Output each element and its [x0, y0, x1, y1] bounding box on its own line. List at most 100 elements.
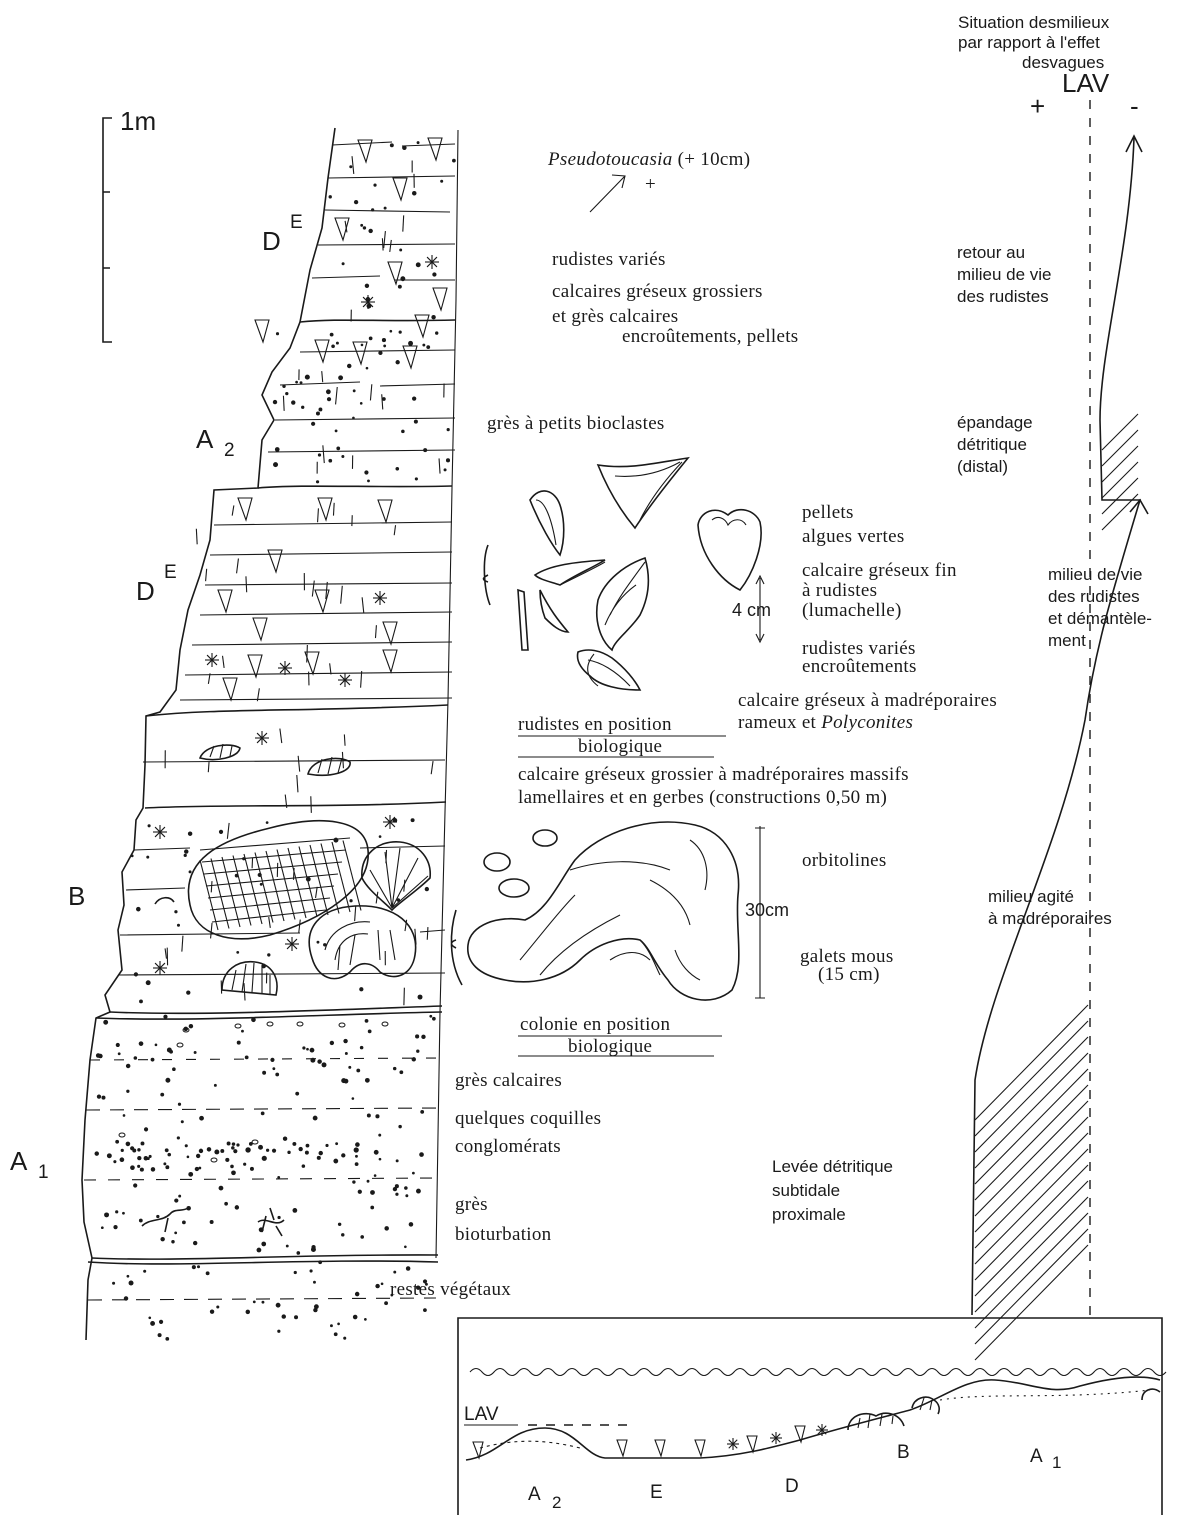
unit-label-a2: A	[196, 424, 214, 454]
env-retour-1: retour au	[957, 243, 1025, 262]
inset-label-a2-sub: 2	[552, 1493, 561, 1512]
rudist-symbol	[223, 678, 237, 700]
inset-rudist-symbol	[617, 1440, 627, 1456]
coral-colony-detail: 30cm	[451, 822, 789, 1000]
inset-rudist-symbol	[655, 1440, 665, 1456]
desc-calcaire-madreporaires-2: rameux et Polyconites	[738, 712, 913, 733]
inset-rudist-symbol	[695, 1440, 705, 1456]
inset-label-a2: A	[528, 1484, 541, 1505]
star-symbol	[425, 255, 439, 269]
scale-bar: 1m	[103, 106, 156, 342]
desc-calcaire-madreporaires-1: calcaire gréseux à madréporaires	[738, 690, 997, 711]
unit-label-a1: A	[10, 1146, 28, 1176]
star-symbol	[373, 591, 387, 605]
star-symbol	[285, 937, 299, 951]
caption-colonie-position-1: colonie en position	[520, 1014, 670, 1035]
inset-star-symbol	[816, 1424, 828, 1436]
coral-colony-fan	[362, 842, 430, 910]
star-symbol	[383, 815, 397, 829]
stratigraphic-column: D E A 2 D E B A 1	[10, 128, 458, 1341]
rudist-symbol	[383, 650, 397, 672]
rudist-symbol	[218, 590, 232, 612]
unit-label-de-upper-sup: E	[290, 212, 303, 233]
rudist-detail-sketch: 4 cm	[484, 458, 772, 690]
desc-calcaire-fin-2: à rudistes	[802, 580, 877, 601]
unit-label-b: B	[68, 881, 85, 911]
desc-gres: grès	[455, 1194, 488, 1215]
env-epandage-1: épandage	[957, 413, 1033, 432]
inset-star-symbol	[727, 1438, 739, 1450]
env-milieu-vie-4: ment	[1048, 631, 1086, 650]
star-symbol	[338, 673, 352, 687]
unit-label-de-upper: D	[262, 226, 281, 256]
inset-label-d: D	[785, 1476, 799, 1497]
scale-bar-label: 1m	[120, 106, 156, 136]
rudist-symbol	[428, 138, 442, 160]
coral-colony-small	[222, 962, 277, 995]
desc-rudistes-varies-top: rudistes variés	[552, 249, 666, 270]
rudist-symbol	[268, 550, 282, 572]
rudist-symbol	[318, 498, 332, 520]
rudist-symbol	[238, 498, 252, 520]
env-agite-2: à madréporaires	[988, 909, 1112, 928]
desc-lumachelle: (lumachelle)	[802, 600, 902, 621]
minus-sign: -	[1130, 91, 1139, 121]
lav-label: LAV	[1062, 68, 1110, 98]
rudist-symbol	[353, 342, 367, 364]
star-symbol	[153, 961, 167, 975]
measure-30cm: 30cm	[745, 900, 789, 920]
pseudotoucasia-label: Pseudotoucasia (+ 10cm)	[547, 149, 750, 170]
env-agite-1: milieu agité	[988, 887, 1074, 906]
wave-curve	[972, 138, 1140, 1315]
env-levee-2: subtidale	[772, 1181, 840, 1200]
env-epandage-2: détritique	[957, 435, 1027, 454]
inset-rudist-symbol	[747, 1436, 757, 1452]
coral-colony-large	[188, 821, 368, 939]
star-symbol	[255, 731, 269, 745]
inset-label-a1: A	[1030, 1446, 1043, 1467]
column-outline	[82, 128, 335, 1340]
desc-calcaire-massifs-1: calcaire gréseux grossier à madréporaire…	[518, 764, 909, 785]
desc-gres-calcaires-2: grès calcaires	[455, 1070, 562, 1091]
desc-orbitolines: orbitolines	[802, 850, 887, 871]
env-milieu-vie-3: et démantèle-	[1048, 609, 1152, 628]
desc-calcaires-greseux: calcaires gréseux grossiers	[552, 281, 763, 302]
env-retour-2: milieu de vie	[957, 265, 1052, 284]
measure-4cm: 4 cm	[732, 600, 771, 620]
star-symbol	[278, 661, 292, 675]
rudist-symbol	[388, 262, 402, 284]
sea-surface-waves	[470, 1369, 1166, 1376]
caption-colonie-position-2: biologique	[568, 1036, 652, 1057]
desc-bioturbation: bioturbation	[455, 1224, 552, 1245]
desc-gres-calcaires-1: et grès calcaires	[552, 306, 678, 327]
inset-label-e: E	[650, 1482, 663, 1503]
rudist-symbol	[253, 618, 267, 640]
bed-descriptions: Pseudotoucasia (+ 10cm) + rudistes varié…	[390, 149, 997, 1300]
plus-sign: +	[1030, 91, 1045, 121]
desc-algues: algues vertes	[802, 526, 905, 547]
rudist-symbol	[403, 346, 417, 368]
desc-coquilles: quelques coquilles	[455, 1108, 601, 1129]
wave-effect-panel: Situation desmilieux par rapport à l'eff…	[772, 13, 1152, 1360]
unit-label-a1-sub: 1	[38, 1162, 49, 1183]
desc-encroutements: encroûtements	[802, 656, 917, 677]
desc-calcaire-fin-1: calcaire gréseux fin	[802, 560, 957, 581]
star-symbol	[205, 653, 219, 667]
desc-conglomerats: conglomérats	[455, 1136, 561, 1157]
inset-label-a1-sub: 1	[1052, 1453, 1061, 1472]
env-retour-3: des rudistes	[957, 287, 1049, 306]
desc-galets-2: (15 cm)	[818, 964, 880, 985]
unit-label-de-lower: D	[136, 576, 155, 606]
inset-star-symbol	[770, 1432, 782, 1444]
rudist-symbol	[255, 320, 269, 342]
desc-calcaire-massifs-2: lamellaires et en gerbes (constructions …	[518, 787, 887, 808]
env-epandage-3: (distal)	[957, 457, 1008, 476]
coral-colony-round	[309, 906, 415, 979]
unit-label-a2-sub: 2	[224, 440, 235, 461]
cross-section-inset: LAV A 2 E D B A 1	[458, 1318, 1166, 1515]
rudist-symbol	[315, 590, 329, 612]
rudist-symbol	[378, 500, 392, 522]
desc-vegetaux: restes végétaux	[390, 1279, 511, 1300]
star-symbol	[361, 295, 375, 309]
